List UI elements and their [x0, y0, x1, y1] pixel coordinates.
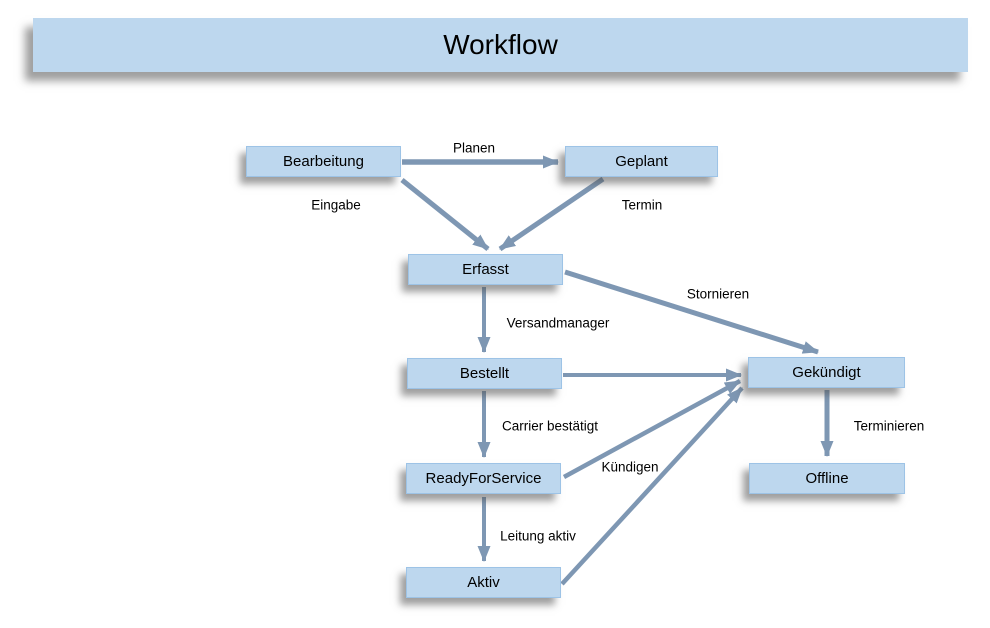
edge-label-leitung-aktiv: Leitung aktiv — [500, 528, 576, 544]
edge-label-planen: Planen — [452, 140, 496, 156]
arrow-readyforservice-gekuendigt — [562, 379, 742, 479]
node-bearbeitung: Bearbeitung — [246, 146, 401, 177]
edge-label-termin: Termin — [621, 197, 663, 213]
arrow-bearbeitung-erfasst — [400, 178, 490, 251]
edge-label-eingabe: Eingabe — [311, 197, 361, 213]
edge-label-versandmanager: Versandmanager — [506, 315, 610, 331]
node-readyforservice: ReadyForService — [406, 463, 561, 494]
node-aktiv: Aktiv — [406, 567, 561, 598]
edge-label-stornieren: Stornieren — [686, 286, 750, 302]
node-offline: Offline — [749, 463, 905, 494]
diagram-title: Workflow — [443, 29, 558, 60]
arrow-erfasst-gekuendigt — [564, 269, 819, 355]
edge-label-kuendigen: Kündigen — [601, 459, 659, 475]
edge-label-terminieren: Terminieren — [853, 418, 925, 434]
node-gekuendigt: Gekündigt — [748, 357, 905, 388]
arrow-aktiv-gekuendigt — [560, 386, 744, 586]
node-geplant: Geplant — [565, 146, 718, 177]
diagram-title-bar: Workflow — [33, 18, 968, 72]
arrow-geplant-erfasst — [498, 176, 605, 252]
edge-label-carrier-bestaetigt: Carrier bestätigt — [501, 418, 599, 434]
node-erfasst: Erfasst — [408, 254, 563, 285]
node-bestellt: Bestellt — [407, 358, 562, 389]
